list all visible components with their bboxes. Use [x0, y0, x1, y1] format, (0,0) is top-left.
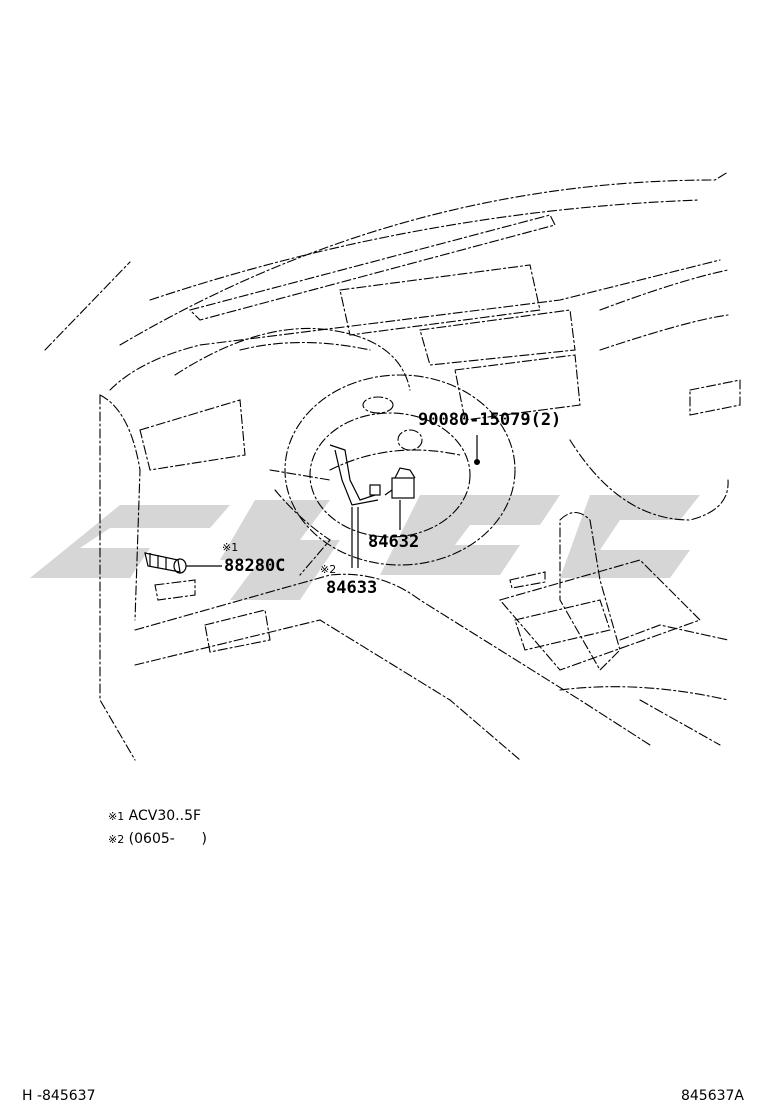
part-labels: 90080-15079(2) 84632 ※2 84633 ※1 88280C [222, 410, 561, 598]
part-label-90080-15079: 90080-15079(2) [418, 410, 561, 430]
watermark-logo [30, 495, 700, 600]
note-1-mark: ※1 [108, 810, 125, 823]
leader-lines [186, 435, 478, 568]
switch-84632 [384, 467, 416, 499]
part-label-88280C: 88280C [224, 556, 285, 576]
note-2: ※2 (0605- ) [108, 831, 207, 847]
steering-wheel [269, 374, 516, 576]
part-mark-84633: ※2 [320, 563, 336, 576]
note-2-mark: ※2 [108, 833, 125, 846]
clip-90080-15079 [474, 459, 480, 465]
part-label-84632: 84632 [368, 532, 419, 552]
note-1: ※1 ACV30..5F [108, 808, 201, 824]
sensor-88280C [144, 552, 187, 574]
note-2-text: (0605- ) [128, 831, 207, 847]
note-1-text: ACV30..5F [128, 808, 202, 824]
footer-right-code: 845637A [680, 1088, 744, 1104]
dashboard-outline [44, 171, 741, 761]
part-label-84633: 84633 [326, 578, 377, 598]
part-mark-88280C: ※1 [222, 541, 238, 554]
wire-harness-84633 [329, 444, 381, 506]
footer-left-code: H -845637 [22, 1088, 96, 1104]
